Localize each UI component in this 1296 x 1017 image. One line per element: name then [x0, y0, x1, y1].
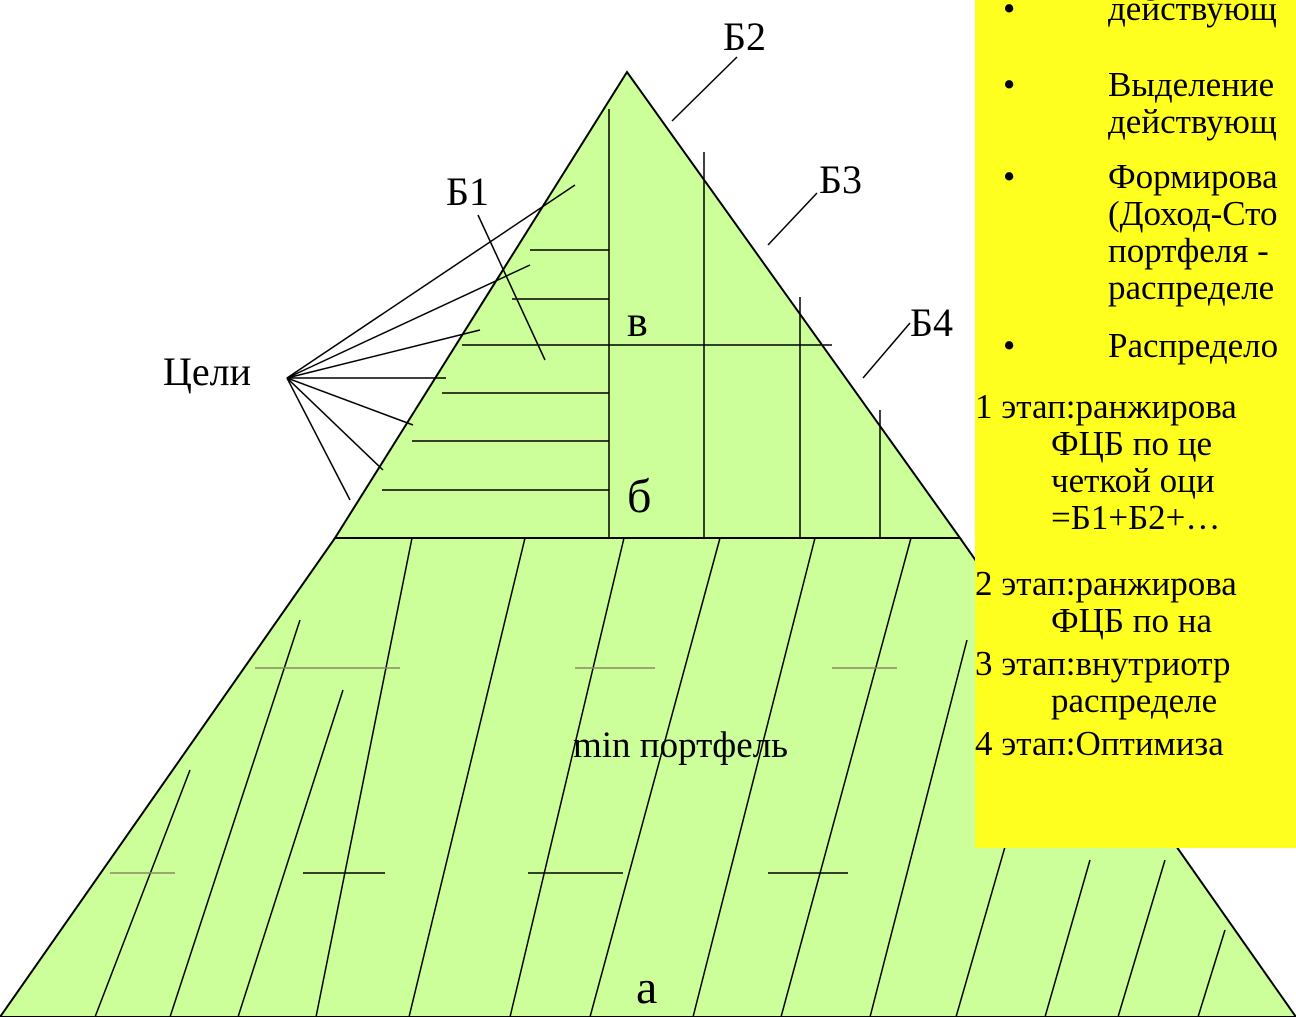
label-goals: Цели — [163, 349, 251, 394]
bullet-line: портфеля - — [1108, 231, 1269, 270]
label-a: а — [636, 961, 657, 1014]
stage-line: =Б1+Б2+… — [1051, 498, 1221, 537]
bullet-marker: • — [1003, 0, 1016, 28]
label-b4: Б4 — [910, 300, 953, 345]
label-min-portfolio: min портфель — [573, 725, 788, 766]
bullet-line: распределе — [1108, 268, 1275, 307]
label-b3: Б3 — [819, 157, 862, 202]
big-pyramid-dashes — [110, 667, 897, 874]
bullet-line: действующ — [1108, 102, 1277, 141]
bullet-marker: • — [1003, 157, 1016, 196]
stage-line: ФЦБ по на — [1051, 601, 1213, 640]
callout-lines — [477, 56, 911, 379]
bullet-line: Выделение — [1108, 65, 1275, 104]
stage-line: 2 этап:ранжирова — [975, 564, 1237, 603]
yellow-text-panel: • действующ • Выделение действующ • Форм… — [975, 0, 1296, 848]
bullet-marker: • — [1003, 326, 1016, 365]
small-pyramid-grid — [382, 109, 881, 538]
stage-line: 3 этап:внутриотр — [975, 644, 1231, 683]
label-b1: Б1 — [446, 169, 489, 214]
bullet-line: Формирова — [1108, 157, 1278, 196]
label-v: в — [627, 297, 648, 346]
stage-line: четкой оци — [1051, 461, 1215, 500]
goal-rays — [286, 184, 576, 501]
stage-line: распределе — [1051, 681, 1218, 720]
stage-line: 4 этап:Оптимиза — [975, 724, 1224, 763]
bullet-line: действующ — [1108, 0, 1277, 28]
bullet-marker: • — [1003, 65, 1016, 104]
bullet-line: (Доход-Сто — [1108, 194, 1278, 233]
label-b: б — [627, 470, 651, 523]
stage-line: ФЦБ по це — [1051, 424, 1213, 463]
bullet-line: Распредело — [1108, 326, 1279, 365]
label-b2: Б2 — [723, 14, 766, 59]
stage-line: 1 этап:ранжирова — [975, 387, 1237, 426]
big-pyramid-hatching — [94, 537, 1226, 1017]
